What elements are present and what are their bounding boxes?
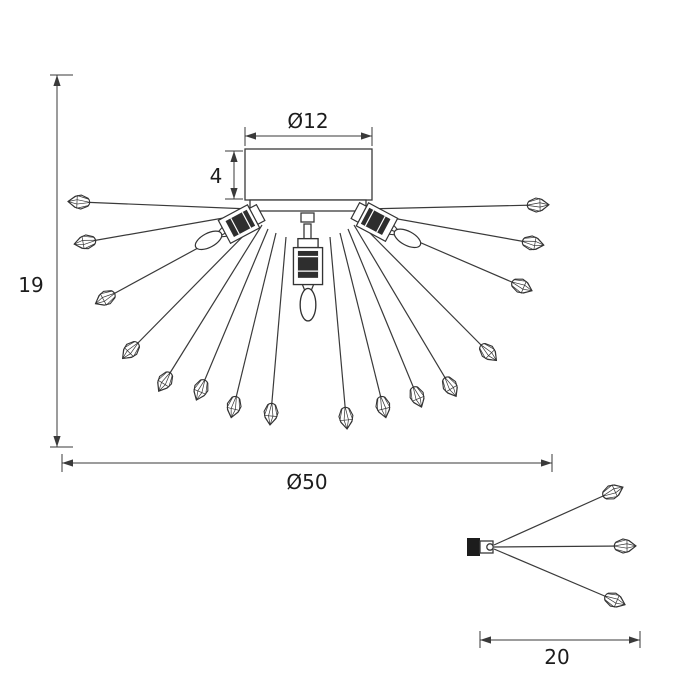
canopy-height-label: 4 (210, 164, 223, 188)
overall-height-label: 19 (18, 273, 43, 297)
dimension-arrowhead-icon (629, 636, 640, 644)
arm-line (365, 204, 538, 210)
overall-diameter-label: Ø50 (286, 470, 327, 494)
crystal-pendant-icon (508, 274, 536, 298)
dimension-lines-layer (50, 74, 641, 648)
crystal-pendant-icon (519, 233, 546, 253)
crystal-pendant-icon (223, 393, 244, 420)
canopy-diameter-label: Ø12 (287, 109, 328, 133)
crystal-pendant-icon (91, 286, 120, 311)
dimension-arrowhead-icon (53, 75, 61, 86)
crystal-pendant-icon (405, 383, 429, 411)
arm-line (347, 228, 418, 397)
crystal-pendant-icon (189, 376, 213, 404)
crystal-pendant-icon (599, 480, 627, 504)
crystal-pendant-icon (612, 538, 637, 554)
dimension-arrowhead-icon (245, 132, 256, 140)
hub-band (249, 199, 367, 212)
arm-line (339, 232, 384, 407)
crystal-pendant-icon (67, 193, 92, 210)
crystal-pendant-icon (373, 393, 394, 420)
main-view (189, 148, 427, 322)
detail-mount-block (467, 538, 480, 556)
detail-view (467, 480, 637, 612)
arm-line (130, 220, 259, 351)
center-clip-lower (303, 223, 312, 241)
arm-line (353, 224, 451, 387)
dimension-arrowhead-icon (480, 636, 491, 644)
arm-line (357, 220, 489, 353)
arm-line (79, 201, 251, 210)
crystal-pendant-icon (337, 405, 355, 431)
dimension-labels: Ø12 4 19 Ø50 20 (18, 109, 569, 669)
dimension-arrowhead-icon (62, 459, 73, 467)
lamp-left (189, 200, 268, 260)
detail-length-label: 20 (544, 645, 569, 669)
arm-line (270, 236, 287, 414)
detail-arms-layer (493, 491, 625, 601)
detail-pivot (486, 543, 494, 551)
dimension-arrowhead-icon (361, 132, 372, 140)
arm-line (493, 548, 615, 601)
crystal-pendant-icon (438, 372, 463, 401)
arm-line (329, 236, 347, 418)
arm-line (493, 491, 613, 546)
lamp-center (292, 237, 324, 322)
canopy (244, 148, 373, 201)
crystal-pendant-icon (72, 232, 99, 252)
arm-line (233, 232, 277, 407)
dimension-arrowhead-icon (230, 151, 238, 162)
crystal-pendant-icon (601, 588, 629, 612)
crystal-pendant-icon (525, 197, 550, 213)
center-clip-upper (300, 212, 315, 223)
dimension-arrowhead-icon (541, 459, 552, 467)
arm-line (493, 545, 625, 548)
dimension-arrowhead-icon (230, 188, 238, 199)
crystal-pendant-icon (152, 367, 178, 396)
dimension-arrowhead-icon (53, 436, 61, 447)
arm-line (164, 224, 263, 382)
crystal-pendant-icon (262, 401, 280, 427)
arm-line (200, 228, 269, 390)
